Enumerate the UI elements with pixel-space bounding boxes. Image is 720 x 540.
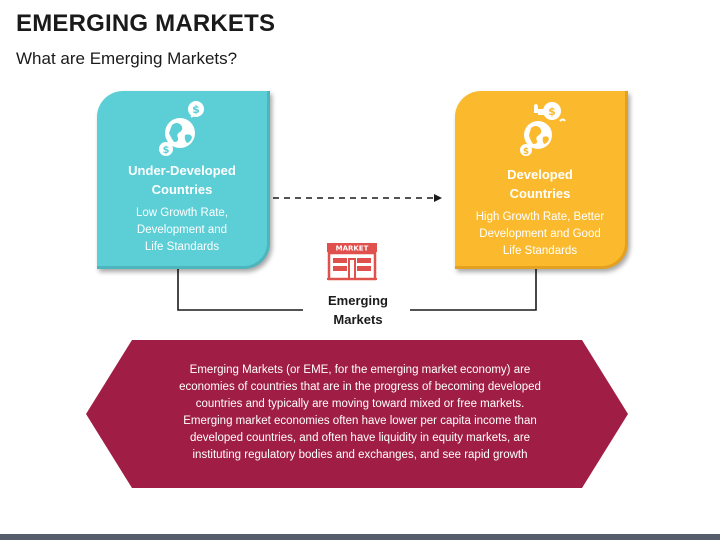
left-heading-line2: Countries [151, 182, 213, 197]
emerging-markets-label: Emerging Markets [308, 291, 408, 329]
svg-text:$: $ [192, 103, 200, 116]
description-line: developed countries, and often have liqu… [189, 432, 531, 444]
left-desc-line1: Low Growth Rate, [135, 207, 229, 219]
arrow-head [434, 194, 442, 202]
description-line: Emerging market economies often have low… [183, 415, 537, 427]
right-desc-line3: Life Standards [502, 245, 578, 257]
right-heading-line1: Developed [507, 167, 573, 182]
market-label-line1: Emerging [328, 293, 388, 308]
market-sign-text: MARKET [336, 245, 369, 253]
description-line: countries and typically are moving towar… [195, 398, 525, 410]
right-desc-line1: High Growth Rate, Better [475, 211, 605, 223]
description-line: economies of countries that are in the p… [179, 381, 541, 393]
svg-text:$: $ [163, 145, 170, 156]
page-title: EMERGING MARKETS [16, 10, 276, 37]
left-desc-line3: Life Standards [144, 241, 220, 253]
left-card-heading: Under-Developed Countries [105, 161, 259, 199]
right-desc-line2: Development and Good [479, 228, 601, 240]
bottom-bar [0, 534, 720, 540]
developed-card: $ $ Developed Countries High Growth Rate… [455, 91, 628, 269]
left-desc-line2: Development and [136, 224, 228, 236]
market-store-icon: MARKET [327, 243, 377, 281]
svg-text:$: $ [523, 147, 529, 157]
market-label-line2: Markets [333, 312, 383, 327]
left-bracket-line [177, 268, 303, 311]
left-card-description: Low Growth Rate, Development and Life St… [103, 205, 261, 256]
under-developed-card: $ $ Under-Developed Countries Low Growth… [97, 91, 270, 269]
globe-dollar-thumbsup-icon: $ $ [520, 102, 566, 157]
description-line: instituting regulatory bodies and exchan… [192, 449, 528, 461]
right-bracket-line [410, 268, 537, 311]
right-heading-line2: Countries [509, 186, 571, 201]
svg-text:$: $ [548, 105, 556, 118]
page-subtitle: What are Emerging Markets? [16, 49, 238, 68]
description-line: Emerging Markets (or EME, for the emergi… [189, 364, 531, 376]
description-text: Emerging Markets (or EME, for the emergi… [160, 362, 560, 464]
left-heading-line1: Under-Developed [128, 163, 236, 178]
globe-dollar-icon: $ $ [159, 101, 204, 156]
right-card-heading: Developed Countries [463, 165, 617, 203]
right-card-description: High Growth Rate, Better Development and… [461, 209, 619, 260]
